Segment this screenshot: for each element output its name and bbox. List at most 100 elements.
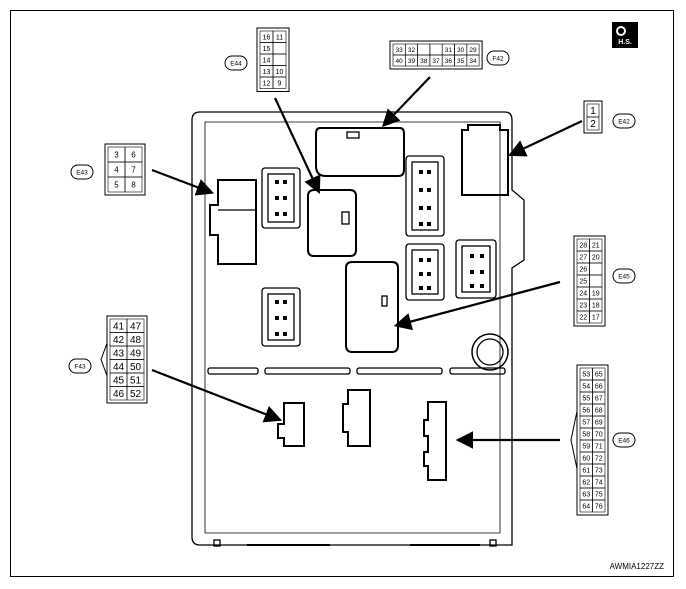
pin-number: 44 — [113, 362, 125, 373]
pin-number: 63 — [582, 492, 590, 499]
pin-number: 48 — [130, 335, 142, 346]
pin-number: 11 — [276, 34, 283, 41]
socket-e42 — [461, 124, 509, 196]
pin-number: 38 — [420, 58, 428, 65]
pin-number: 26 — [579, 267, 587, 274]
pin-number: 57 — [582, 420, 590, 427]
round-terminal — [471, 333, 509, 371]
pin-number: 5 — [114, 180, 119, 189]
separator-bar — [449, 367, 506, 375]
pin-number: 9 — [278, 80, 282, 87]
pin-number: 6 — [131, 150, 136, 159]
connector-label-e45: E45 — [612, 268, 636, 284]
connector-e42: 1 2 E42 — [583, 100, 636, 134]
pin-number: 4 — [114, 165, 119, 174]
socket-e46 — [423, 401, 447, 481]
pin-number: 23 — [579, 303, 587, 310]
pin-number: 15 — [263, 46, 271, 53]
pin-number: 69 — [595, 420, 603, 427]
pin-number: 58 — [582, 432, 590, 439]
pin-number: 25 — [579, 279, 587, 286]
pin-number: 40 — [396, 58, 404, 65]
pin-number: 66 — [595, 384, 603, 391]
pin-number: 47 — [130, 321, 142, 332]
connector-e43: 3 6 4 7 5 8 E43 — [70, 143, 146, 196]
pin-number: 37 — [432, 58, 440, 65]
pin-number: 65 — [595, 372, 603, 379]
pin-number: 61 — [582, 468, 590, 475]
arrow-e43 — [151, 168, 215, 196]
pin-number: 50 — [130, 362, 142, 373]
pin-number: 7 — [131, 165, 136, 174]
pin-number: 54 — [582, 384, 590, 391]
pin-number: 67 — [595, 396, 603, 403]
pin-number: 49 — [130, 348, 142, 359]
pin-number: 27 — [579, 255, 587, 262]
pin-number: 75 — [595, 492, 603, 499]
pin-number: 53 — [582, 372, 590, 379]
pin-number: 52 — [130, 389, 142, 400]
svg-text:E43: E43 — [76, 170, 88, 177]
pin-number: 45 — [113, 375, 125, 386]
connector-label-e43: E43 — [70, 164, 94, 180]
pin-number: 19 — [592, 291, 600, 298]
arrow-e42 — [508, 120, 583, 157]
pin-number: 2 — [590, 119, 596, 130]
pin-number: 72 — [595, 456, 603, 463]
pin-number: 55 — [582, 396, 590, 403]
svg-text:E45: E45 — [618, 274, 630, 281]
svg-text:F42: F42 — [492, 56, 504, 63]
svg-text:F43: F43 — [74, 364, 86, 371]
fuse-holder-5 — [261, 287, 301, 347]
pin-number: 16 — [263, 34, 271, 41]
pin-number: 62 — [582, 480, 590, 487]
pin-number: 68 — [595, 408, 603, 415]
connector-label-e42: E42 — [612, 113, 636, 129]
svg-text:E44: E44 — [230, 61, 242, 68]
junction-block-outline — [191, 111, 525, 546]
arrow-e45 — [393, 280, 561, 331]
socket-e43 — [209, 179, 257, 265]
pin-number: 46 — [113, 389, 125, 400]
junction-block-inner — [204, 121, 501, 534]
fuse-holder-1 — [261, 167, 301, 229]
pin-number: 31 — [445, 47, 453, 54]
pin-number: 35 — [457, 58, 465, 65]
pin-number: 20 — [592, 255, 600, 262]
pin-number: 18 — [592, 303, 600, 310]
socket-middle — [342, 389, 371, 447]
pin-number: 71 — [595, 444, 603, 451]
arrow-f43 — [151, 368, 283, 423]
separator-bar — [207, 367, 259, 375]
fuse-holder-3 — [405, 243, 445, 301]
arrow-e44 — [274, 97, 321, 194]
pin-number: 41 — [113, 321, 125, 332]
pin-number: 36 — [445, 58, 453, 65]
pin-number: 10 — [276, 69, 284, 76]
pin-number: 12 — [263, 80, 271, 87]
pin-number: 73 — [595, 468, 603, 475]
pin-number: 60 — [582, 456, 590, 463]
harness-side-icon: H.S. — [612, 22, 638, 48]
pin-number: 3 — [114, 150, 119, 159]
fuse-holder-4 — [455, 239, 497, 299]
pin-number: 64 — [582, 504, 590, 511]
pin-number: 59 — [582, 444, 590, 451]
pin-number: 34 — [469, 58, 477, 65]
connector-label-f43: F43 — [68, 358, 92, 374]
connector-label-e46: E46 — [612, 432, 636, 448]
pin-number: 1 — [590, 106, 596, 117]
pin-number: 21 — [592, 243, 600, 250]
diagram-frame — [10, 10, 674, 577]
connector-label-e44: E44 — [224, 55, 248, 71]
separator-bar — [264, 367, 351, 375]
svg-text:E46: E46 — [618, 438, 630, 445]
arrow-f42 — [381, 76, 431, 128]
pin-number: 28 — [579, 243, 587, 250]
pin-number: 29 — [469, 47, 477, 54]
pin-number: 8 — [131, 180, 136, 189]
connector-label-f42: F42 — [486, 50, 510, 66]
